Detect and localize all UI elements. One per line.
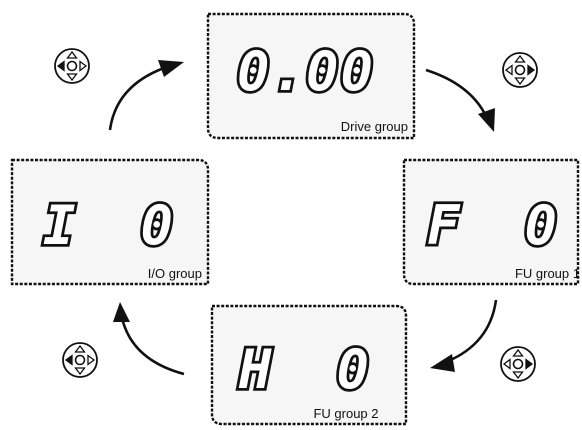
fu-group-1-panel: F 0 FU group 1 <box>402 158 580 286</box>
four-way-key-icon-bottom-left <box>62 342 98 378</box>
fu-group-1-display: F 0 <box>427 194 557 257</box>
fu-group-2-panel: H 0 FU group 2 <box>210 304 408 426</box>
arrow-fu1-to-fu2 <box>430 299 498 372</box>
left-key-pressed-icon <box>56 60 65 72</box>
io-group-label: I/O group <box>148 266 202 281</box>
fu-group-1-label: FU group 1 <box>515 266 580 281</box>
drive-group-panel: 0.00 Drive group <box>206 12 416 140</box>
io-group-display: I 0 <box>43 194 173 257</box>
arrow-io-to-drive <box>108 60 184 131</box>
fu-group-2-display: H 0 <box>238 338 369 401</box>
drive-group-display: 0.00 <box>237 40 375 103</box>
right-key-pressed-icon <box>527 64 536 76</box>
four-way-key-icon-bottom-right <box>500 346 536 382</box>
right-key-pressed-icon <box>525 358 534 370</box>
four-way-key-icon-top-left <box>54 48 90 84</box>
arrow-drive-to-fu1 <box>425 68 495 132</box>
left-key-pressed-icon <box>64 354 73 366</box>
four-way-key-icon-top-right <box>502 52 538 88</box>
drive-group-label: Drive group <box>341 119 408 134</box>
arrow-fu2-to-io <box>113 302 185 376</box>
fu-group-2-label: FU group 2 <box>313 406 378 421</box>
io-group-panel: I 0 I/O group <box>10 158 210 286</box>
